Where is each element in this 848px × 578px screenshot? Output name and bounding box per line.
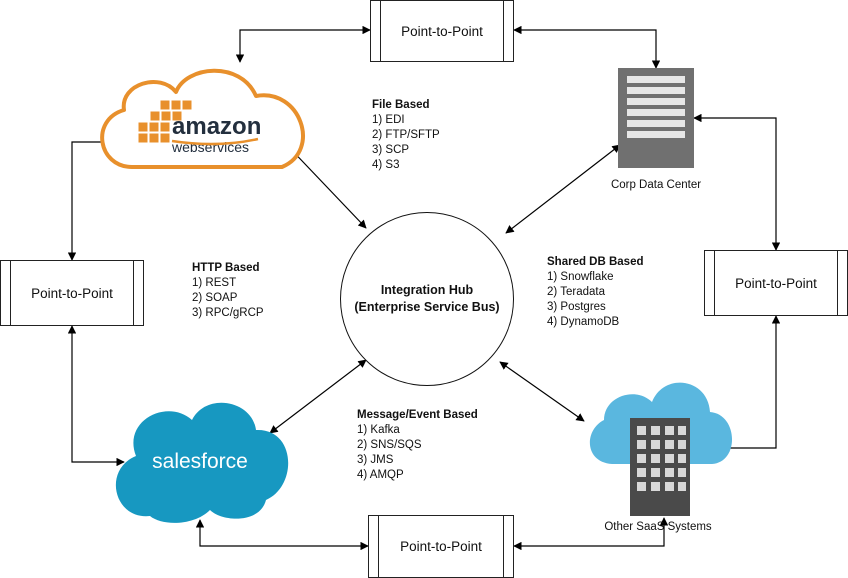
- connector-p2p-top-to-aws: [235, 25, 371, 63]
- shared-db-title: Shared DB Based: [547, 256, 644, 268]
- connector-hub-to-corp: [505, 144, 621, 234]
- saas-caption: Other SaaS Systems: [604, 521, 712, 533]
- list-item: 3) SCP: [372, 144, 410, 156]
- list-item: 1) REST: [192, 277, 237, 289]
- list-item: 4) S3: [372, 159, 400, 171]
- list-item: 2) Teradata: [547, 286, 605, 298]
- aws-wordmark: amazon: [172, 113, 261, 140]
- list-item: 1) Kafka: [357, 424, 400, 436]
- corp-caption: Corp Data Center: [611, 179, 701, 191]
- shared-db-notes: Shared DB Based 1) Snowflake 2) Teradata…: [547, 255, 644, 330]
- corp-building-icon: [618, 68, 694, 168]
- p2p-box-bottom: Point-to-Point: [368, 515, 514, 578]
- list-item: 1) EDI: [372, 114, 405, 126]
- salesforce-cloud-shape: [115, 402, 289, 523]
- aws-smile-icon: [171, 137, 259, 146]
- list-item: 3) JMS: [357, 454, 394, 466]
- connector-hub-to-salesforce: [269, 359, 367, 434]
- integration-hub: Integration Hub (Enterprise Service Bus): [340, 212, 514, 386]
- aws-cubes-icon: [137, 99, 193, 144]
- p2p-bottom-label: Point-to-Point: [400, 539, 482, 554]
- list-item: 2) FTP/SFTP: [372, 129, 440, 141]
- file-based-title: File Based: [372, 99, 430, 111]
- http-based-notes: HTTP Based 1) REST 2) SOAP 3) RPC/gRCP: [192, 261, 264, 321]
- http-based-title: HTTP Based: [192, 262, 260, 274]
- file-based-notes: File Based 1) EDI 2) FTP/SFTP 3) SCP 4) …: [372, 98, 440, 173]
- aws-cloud-node: amazon webservices: [100, 68, 305, 169]
- list-item: 3) Postgres: [547, 301, 606, 313]
- p2p-left-label: Point-to-Point: [31, 285, 113, 301]
- p2p-box-left: Point-to-Point: [0, 260, 144, 326]
- connector-salesforce-to-p2p-bottom: [195, 519, 369, 551]
- saas-cloud-node: [589, 382, 733, 516]
- list-item: 2) SOAP: [192, 292, 238, 304]
- connector-p2p-left-to-salesforce: [67, 325, 125, 467]
- connector-p2p-top-to-corp: [513, 25, 661, 69]
- p2p-top-label: Point-to-Point: [401, 23, 483, 39]
- p2p-right-label: Point-to-Point: [735, 275, 817, 291]
- hub-subtitle: (Enterprise Service Bus): [354, 300, 500, 314]
- connector-hub-to-aws: [284, 142, 367, 229]
- connector-p2p-bottom-to-saas: [513, 517, 669, 551]
- message-event-title: Message/Event Based: [357, 409, 478, 421]
- connector-hub-to-saas: [499, 361, 585, 422]
- list-item: 4) AMQP: [357, 469, 404, 481]
- p2p-box-top: Point-to-Point: [370, 0, 514, 62]
- list-item: 3) RPC/gRCP: [192, 307, 264, 319]
- p2p-box-right: Point-to-Point: [704, 250, 848, 316]
- list-item: 2) SNS/SQS: [357, 439, 422, 451]
- salesforce-cloud-node: salesforce: [115, 402, 289, 523]
- saas-building-icon: [630, 418, 690, 516]
- hub-title: Integration Hub: [380, 283, 474, 297]
- message-event-notes: Message/Event Based 1) Kafka 2) SNS/SQS …: [357, 408, 478, 483]
- connector-p2p-right-to-saas: [721, 315, 781, 453]
- connector-aws-to-p2p-left: [67, 137, 111, 261]
- list-item: 4) DynamoDB: [547, 316, 620, 328]
- list-item: 1) Snowflake: [547, 271, 614, 283]
- connector-corp-to-p2p-right: [693, 113, 781, 251]
- salesforce-wordmark: salesforce: [152, 450, 248, 473]
